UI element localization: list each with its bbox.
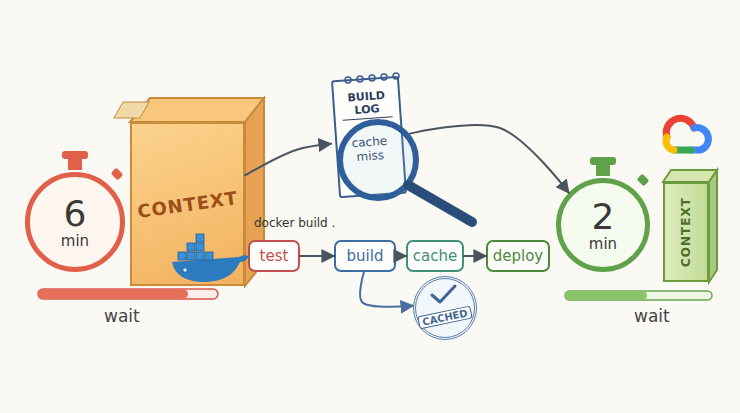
spiral-ring [345, 77, 351, 83]
cached-stamp: CACHED [413, 276, 477, 340]
side-button [637, 174, 650, 187]
left-progress-bar [38, 289, 218, 299]
wait-label: wait [634, 306, 670, 326]
bar-track [565, 291, 712, 300]
node-text: cache miss [346, 133, 394, 164]
bar-fill [38, 289, 188, 299]
node-text: 6 [64, 195, 87, 233]
whale-body [172, 255, 249, 282]
flow-arrow [300, 255, 334, 257]
right-progress-bar [565, 291, 712, 300]
container [187, 252, 195, 260]
box-top-face [663, 170, 717, 182]
cloud-red-arc [666, 118, 694, 137]
node-text: test [260, 247, 289, 265]
wait-label: wait [104, 306, 140, 326]
node-text: CONTEXT [136, 187, 239, 222]
spiral-ring [369, 75, 375, 81]
crown-cap [62, 151, 88, 159]
node-text: BUILD LOG [341, 88, 393, 120]
container [178, 252, 186, 260]
flow-arrow [464, 255, 486, 257]
container [205, 252, 213, 260]
bar-track [38, 289, 218, 299]
whale-eye [183, 268, 186, 271]
docker-whale [172, 234, 249, 282]
container [196, 252, 204, 260]
cloud-blue-arc [691, 128, 708, 150]
pipeline-step: test [248, 240, 300, 272]
pipeline-step: cache [406, 240, 464, 272]
build-log-notepad: BUILD LOG cache miss [331, 76, 407, 198]
pipeline-step: deploy [486, 240, 550, 272]
spiral-ring [357, 76, 363, 82]
node-text: 2 [592, 198, 615, 236]
check-mark [432, 286, 455, 302]
node-text: build [347, 247, 384, 265]
box-side-face [709, 170, 717, 282]
container [196, 243, 204, 251]
side-button [111, 168, 124, 181]
spiral-ring [381, 74, 387, 80]
magnifier-ring [340, 122, 416, 198]
flow-arrow [396, 255, 406, 257]
context-box: CONTEXT [663, 182, 709, 282]
stopwatch-face: 2min [556, 178, 650, 272]
container [187, 243, 195, 251]
node-text: deploy [493, 247, 544, 265]
stopwatch-face: 6min [25, 172, 125, 272]
context-box: CONTEXT [130, 122, 245, 286]
command-label: docker build . [254, 216, 335, 230]
flow-arrow [407, 125, 569, 193]
cloud-logo [666, 118, 708, 150]
box-top-face [130, 98, 264, 122]
small-box-faces [663, 170, 717, 282]
context-box-faces [114, 98, 264, 286]
pipeline-step: build [334, 240, 396, 272]
node-text: cache [413, 247, 457, 265]
cloud-green-arc [674, 147, 691, 154]
cloud-yellow-arc [666, 137, 674, 150]
notepad-rings [345, 73, 399, 83]
magnifier-handle [408, 185, 472, 222]
node-text: CONTEXT [679, 197, 693, 267]
node-text: min [589, 236, 617, 252]
magnifier [340, 122, 472, 222]
bar-fill [565, 291, 647, 300]
crown-cap [590, 157, 616, 165]
node-text: CACHED [417, 305, 472, 329]
crown-stem [68, 158, 82, 170]
box-tape [114, 102, 149, 118]
node-text: min [61, 233, 89, 249]
flow-arrow [245, 144, 331, 176]
flow-arrow [360, 272, 413, 307]
spiral-ring [393, 73, 399, 79]
crown-stem [596, 164, 610, 176]
container [196, 234, 204, 242]
